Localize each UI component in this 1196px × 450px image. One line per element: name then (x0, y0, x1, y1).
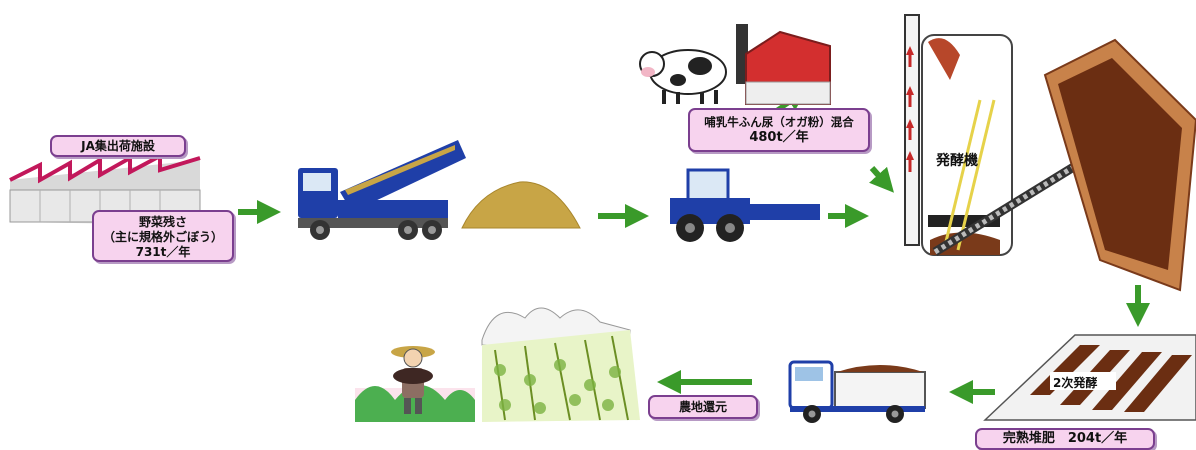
vegetable-residue-line1: 野菜残さ (138, 215, 187, 229)
cow-manure-line1: 哺乳牛ふん尿（オガ粉）混合 (704, 115, 854, 129)
mature-compost-label: 完熟堆肥 204t／年 (975, 428, 1155, 450)
vegetable-residue-line3: 731t／年 (135, 245, 191, 259)
fermenter-tower-icon (904, 14, 1013, 256)
crop-field-icon (481, 307, 640, 422)
compost-heap-icon (461, 181, 581, 229)
return-to-farmland-text: 農地還元 (678, 400, 727, 414)
ja-facility-label: JA集出荷施設 (50, 135, 186, 157)
barn-icon (736, 24, 831, 105)
return-to-farmland-label: 農地還元 (648, 395, 758, 419)
compost-rows-icon (983, 334, 1196, 421)
cow-icon (639, 49, 727, 104)
fermenter-label: 発酵機 (936, 153, 978, 169)
vegetable-residue-line2: （主に規格外ごぼう） (102, 230, 223, 244)
conveyor-icon (932, 148, 1101, 256)
ja-facility-text: JA集出荷施設 (81, 139, 155, 153)
mature-compost-text: 完熟堆肥 204t／年 (1002, 431, 1128, 446)
delivery-truck-icon (788, 360, 926, 423)
compost-bin-icon (1043, 38, 1196, 292)
cow-manure-line2: 480t／年 (749, 130, 809, 145)
vegetable-residue-label: 野菜残さ （主に規格外ごぼう） 731t／年 (92, 210, 234, 262)
arrow-4 (869, 166, 894, 193)
tractor-mixer-icon (670, 168, 820, 242)
cow-manure-label: 哺乳牛ふん尿（オガ粉）混合 480t／年 (688, 108, 870, 152)
secondary-fermentation-label: 2次発酵 (1053, 376, 1098, 390)
dump-truck-icon (298, 140, 466, 240)
farmer-icon (355, 346, 475, 422)
